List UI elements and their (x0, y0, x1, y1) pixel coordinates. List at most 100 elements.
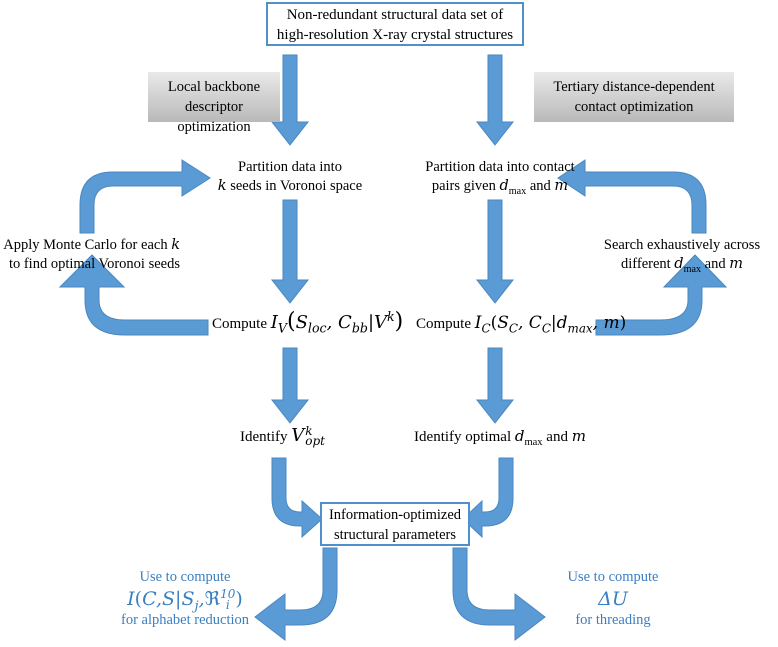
bottom-left-R-sub: i (225, 598, 230, 612)
bottom-right-label: Use to compute ΔU for threading (548, 568, 678, 630)
top-box-line1: Non-redundant structural data set of (286, 7, 504, 23)
top-box-line2: high-resolution X-ray crystal structures (276, 27, 514, 43)
arrow-center-to-bottom-right (452, 547, 546, 642)
right-partition-d-sub: max (508, 185, 527, 197)
left-identify-sub: opt (305, 434, 325, 448)
right-compute-S: S (497, 313, 509, 333)
left-compute-S-sub: loc (307, 320, 327, 336)
right-search-and: and (704, 256, 726, 272)
left-compute-I-sub: V (277, 320, 287, 336)
arrow-top-to-left-partition (270, 54, 310, 146)
arrow-right-search-to-partition (557, 159, 707, 234)
arrow-left-identify-to-center (271, 457, 323, 539)
center-parameters-box: Information-optimized structural paramet… (320, 502, 470, 546)
right-identify-d: d (514, 427, 525, 445)
bottom-right-line3: for threading (575, 612, 651, 628)
left-identify-prefix: Identify (240, 429, 288, 445)
right-compute-I: I (474, 313, 482, 333)
right-header-line2: contact optimization (574, 99, 694, 115)
right-search-d: d (674, 256, 684, 272)
right-compute-S-sub: C (508, 321, 518, 336)
right-partition-line1: Partition data into contact (425, 159, 575, 175)
left-compute-I: I (270, 312, 278, 333)
right-compute-d-sub: max (567, 321, 593, 336)
left-header-line2: optimization (177, 119, 251, 135)
arrow-left-partition-to-compute (270, 199, 310, 304)
right-search-label: Search exhaustively across different dma… (592, 236, 772, 274)
bottom-left-Sj-sub: j (194, 598, 199, 614)
arrow-left-montecarlo-to-partition (79, 159, 211, 234)
bottom-left-S: S (162, 588, 176, 610)
arrow-left-compute-to-identify (270, 347, 310, 424)
left-compute-Vk: V (374, 312, 388, 333)
right-header-line1: Tertiary distance-dependent (553, 79, 715, 95)
right-compute-C-sub: C (541, 321, 551, 336)
left-montecarlo-line1-text: Apply Monte Carlo for each (3, 237, 168, 253)
right-search-line2-text: different (621, 256, 671, 272)
right-partition-d: d (499, 178, 509, 194)
right-optimization-header: Tertiary distance-dependent contact opti… (534, 72, 734, 122)
bottom-left-R: ℜ (204, 588, 221, 610)
right-partition-line2: pairs given dmax and m (410, 177, 590, 196)
bottom-left-R-sup: 10 (220, 587, 236, 601)
right-compute-d: d (556, 313, 568, 333)
bottom-left-line1: Use to compute (139, 569, 231, 585)
left-montecarlo-line2: to find optimal Voronoi seeds (8, 256, 180, 272)
left-partition-line2: k seeds in Voronoi space (200, 177, 380, 196)
left-partition-line2-text: seeds in Voronoi space (230, 178, 363, 194)
right-identify-label: Identify optimal dmax and m (410, 427, 590, 448)
bottom-left-line3: for alphabet reduction (120, 612, 250, 628)
right-compute-I-sub: C (481, 321, 491, 336)
right-partition-line2-text: pairs given (431, 178, 496, 194)
left-optimization-header: Local backbone descriptor optimization (148, 72, 280, 135)
left-partition-k: k (217, 178, 227, 194)
left-montecarlo-line1: Apply Monte Carlo for each k (0, 236, 180, 255)
arrow-right-compute-to-search (595, 254, 728, 336)
bottom-left-I: I (127, 588, 135, 610)
left-montecarlo-k: k (171, 237, 180, 253)
left-compute-prefix: Compute (212, 316, 267, 332)
right-search-d-sub: max (683, 263, 702, 275)
right-compute-m: m (603, 313, 620, 333)
center-box-line1: Information-optimized (328, 507, 462, 523)
left-partition-label: Partition data into k seeds in Voronoi s… (200, 158, 380, 196)
arrow-right-identify-to-center (462, 457, 514, 539)
bottom-left-Sj: S (181, 588, 195, 610)
right-partition-label: Partition data into contact pairs given … (410, 158, 590, 196)
bottom-right-line1: Use to compute (567, 569, 659, 585)
right-partition-m: m (554, 178, 569, 194)
right-identify-m: m (571, 427, 586, 445)
right-identify-and: and (546, 429, 568, 445)
bottom-right-math: ΔU (598, 588, 628, 610)
right-identify-text: Identify optimal (414, 429, 512, 445)
left-compute-C-sub: bb (351, 320, 368, 336)
left-identify-sup: k (305, 424, 313, 438)
right-compute-prefix: Compute (416, 316, 471, 332)
right-search-m: m (729, 256, 743, 272)
left-compute-label: Compute IV(Sloc, Cbb|Vk) (212, 309, 404, 336)
left-compute-Vk-sup: k (387, 309, 395, 324)
right-partition-and: and (529, 178, 551, 194)
left-identify-V: V (291, 425, 305, 446)
arrow-center-to-bottom-left (254, 547, 338, 642)
left-header-line1: Local backbone descriptor (167, 79, 261, 115)
right-search-line2: different dmax and m (592, 255, 772, 274)
left-compute-S: S (295, 312, 308, 333)
bottom-left-C: C (142, 588, 156, 610)
right-compute-label: Compute IC(SC, CC|dmax, m) (416, 313, 627, 336)
left-montecarlo-label: Apply Monte Carlo for each k to find opt… (0, 236, 180, 274)
arrow-left-compute-to-montecarlo (58, 254, 209, 336)
arrow-right-partition-to-compute (475, 199, 515, 304)
arrow-right-compute-to-identify (475, 347, 515, 424)
right-compute-C: C (528, 313, 542, 333)
top-data-box: Non-redundant structural data set of hig… (266, 2, 524, 46)
left-partition-line1: Partition data into (238, 159, 342, 175)
left-compute-C: C (338, 312, 352, 333)
right-search-line1: Search exhaustively across (603, 237, 761, 253)
center-box-line2: structural parameters (334, 527, 456, 543)
